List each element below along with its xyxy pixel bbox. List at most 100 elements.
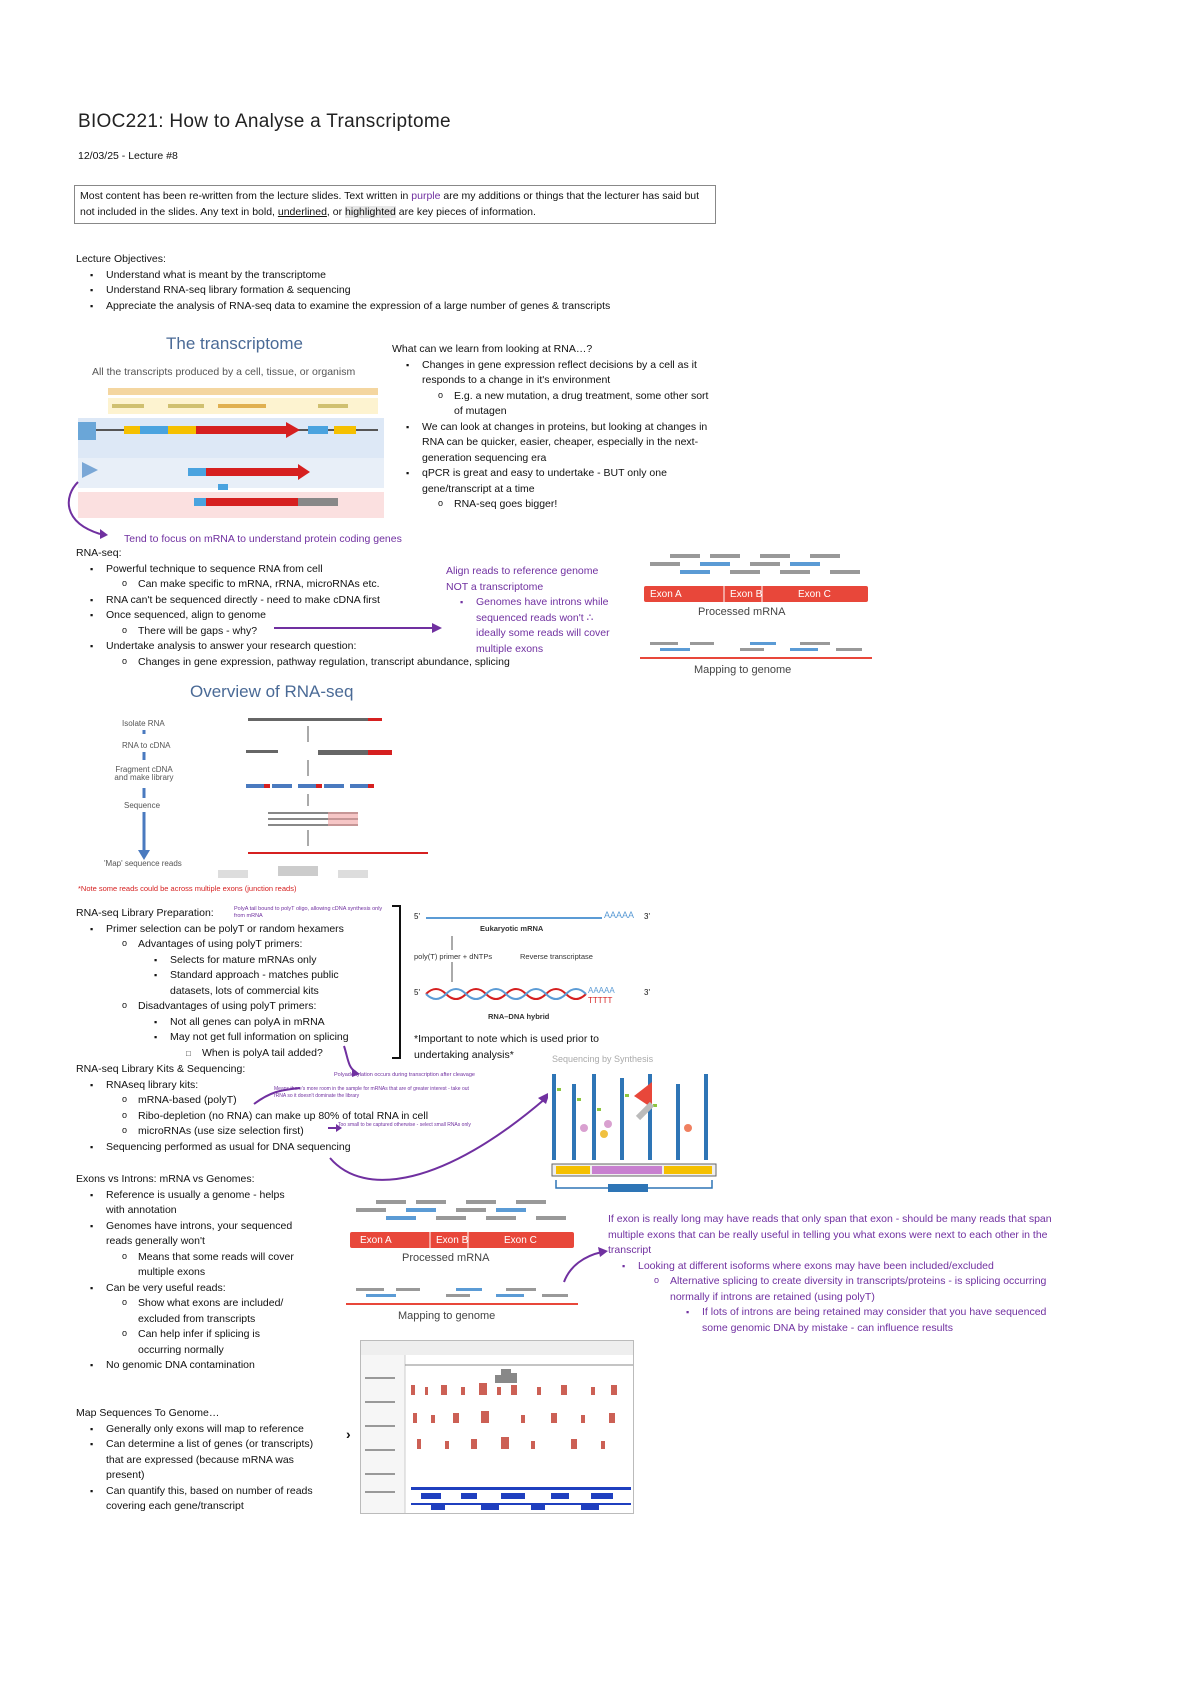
library-prep-section: RNA-seq Library Preparation: Primer sele… bbox=[76, 906, 349, 1061]
exons-introns-heading: Exons vs Introns: mRNA vs Genomes: bbox=[76, 1173, 255, 1185]
lecture-date: 12/03/25 - Lecture #8 bbox=[78, 150, 178, 162]
list-item-continued: sequenced reads won't ∴ bbox=[476, 611, 594, 624]
five-prime-label: 5' bbox=[414, 988, 420, 997]
exon-label: Exon C bbox=[504, 1235, 537, 1246]
important-note: *Important to note which is used prior t… bbox=[414, 1032, 599, 1063]
list-item-continued: multiple exons bbox=[138, 1266, 206, 1278]
kits-arrows-icon bbox=[253, 1045, 360, 1132]
overview-step: Fragment cDNA and make library bbox=[114, 765, 174, 782]
rt-label: Reverse transcriptase bbox=[520, 952, 593, 961]
list-item: Changes in gene expression reflect decis… bbox=[392, 358, 708, 374]
list-item: Can be very useful reads: bbox=[76, 1281, 294, 1297]
list-item: Can determine a list of genes (or transc… bbox=[76, 1437, 313, 1453]
list-item: Understand RNA-seq library formation & s… bbox=[76, 283, 776, 299]
list-item: RNA-seq goes bigger! bbox=[392, 496, 708, 513]
eukaryotic-mrna-figure: 5' AAAAA 3' Eukaryotic mRNA poly(T) prim… bbox=[412, 906, 662, 1026]
list-item: Looking at different isoforms where exon… bbox=[608, 1259, 1052, 1275]
mrna-mapping-diagram bbox=[640, 554, 872, 659]
list-item: Can make specific to mRNA, rRNA, microRN… bbox=[76, 576, 510, 593]
genome-browser-diagram bbox=[361, 1341, 633, 1513]
figure-title: Overview of RNA-seq bbox=[190, 682, 354, 701]
objectives-section: Lecture Objectives: Understand what is m… bbox=[76, 252, 776, 314]
exon-label: Exon A bbox=[650, 589, 682, 600]
overview-step: RNA to cDNA bbox=[122, 741, 171, 750]
three-prime-label: 3' bbox=[644, 912, 650, 921]
list-item: Standard approach - matches public bbox=[76, 968, 349, 984]
overview-step: Isolate RNA bbox=[122, 719, 165, 728]
list-item-continued: RNA can be quicker, easier, cheaper, esp… bbox=[422, 436, 699, 448]
list-item-continued: normally if introns are retained (using … bbox=[670, 1290, 875, 1303]
mapping-label: Mapping to genome bbox=[694, 664, 792, 676]
objectives-list: Understand what is meant by the transcri… bbox=[76, 268, 776, 315]
exon-note-line: If exon is really long may have reads th… bbox=[608, 1213, 1052, 1225]
sbs-diagram bbox=[551, 1074, 717, 1192]
list-item-continued: occurring normally bbox=[138, 1343, 224, 1356]
overview-step: 'Map' sequence reads bbox=[104, 859, 182, 868]
list-item: Selects for mature mRNAs only bbox=[76, 953, 349, 969]
list-item: Undertake analysis to answer your resear… bbox=[76, 639, 510, 655]
list-item-continued: excluded from transcripts bbox=[138, 1312, 256, 1325]
list-item: Disadvantages of using polyT primers: bbox=[76, 998, 349, 1015]
learn-heading: What can we learn from looking at RNA…? bbox=[392, 343, 593, 355]
list-item: We can look at changes in proteins, but … bbox=[392, 420, 708, 436]
align-note: Align reads to reference genome NOT a tr… bbox=[446, 564, 610, 657]
list-item: When is polyA tail added? bbox=[76, 1046, 349, 1062]
list-item: Genomes have introns, your sequenced bbox=[76, 1219, 294, 1235]
rnaseq-heading: RNA-seq: bbox=[76, 547, 122, 559]
list-item: Means that some reads will cover bbox=[76, 1249, 294, 1266]
exon-note-list: Looking at different isoforms where exon… bbox=[608, 1259, 1052, 1337]
list-item-continued: gene/transcript at a time bbox=[422, 482, 535, 495]
exon-note-arrow-icon bbox=[563, 1247, 608, 1283]
eukaryotic-mrna-diagram bbox=[425, 917, 602, 1000]
list-item: There will be gaps - why? bbox=[76, 623, 510, 640]
ribo-note: Means there's more room in the sample fo… bbox=[274, 1086, 469, 1099]
important-note-line: *Important to note which is used prior t… bbox=[414, 1033, 600, 1045]
five-prime-label: 5' bbox=[414, 912, 420, 921]
rnaseq-overview-figure: Overview of RNA-seq Isolate RNA RNA to c… bbox=[78, 676, 438, 894]
list-item: Alternative splicing to create diversity… bbox=[608, 1273, 1052, 1290]
align-note-line: NOT a transcriptome bbox=[446, 580, 544, 593]
list-item: Not all genes can polyA in mRNA bbox=[76, 1015, 349, 1031]
list-item: Understand what is meant by the transcri… bbox=[76, 268, 776, 284]
bracket-icon bbox=[392, 905, 401, 1059]
exons-introns-section: Exons vs Introns: mRNA vs Genomes: Refer… bbox=[76, 1172, 294, 1374]
eukaryotic-label: Eukaryotic mRNA bbox=[480, 924, 544, 933]
list-item: If lots of introns are being retained ma… bbox=[608, 1305, 1052, 1321]
list-item: mRNA-based (polyT) bbox=[76, 1092, 428, 1109]
page-title: BIOC221: How to Analyse a Transcriptome bbox=[78, 111, 451, 132]
list-item-continued: responds to a change in it's environment bbox=[422, 374, 611, 386]
list-item: Genomes have introns while bbox=[446, 595, 610, 611]
exon-note-line: transcript bbox=[608, 1244, 652, 1256]
list-item: Reference is usually a genome - helps bbox=[76, 1188, 294, 1204]
overview-note: *Note some reads could be across multipl… bbox=[78, 884, 297, 893]
list-item: Advantages of using polyT primers: bbox=[76, 936, 349, 953]
list-item-continued: reads generally won't bbox=[106, 1235, 205, 1247]
note-text: are my additions or things that the lect… bbox=[80, 190, 700, 218]
list-item: E.g. a new mutation, a drug treatment, s… bbox=[392, 388, 708, 405]
polyt-side-note: PolyA tail bound to polyT oligo, allowin… bbox=[234, 906, 383, 919]
note-text: Most content has been re-written from th… bbox=[80, 190, 412, 202]
mrna-mapping-figure: Exon A Exon B Exon C Processed mRNA Mapp… bbox=[640, 550, 872, 684]
exon-label: Exon B bbox=[436, 1235, 469, 1246]
important-note-line: undertaking analysis* bbox=[414, 1048, 514, 1061]
mrna-mapping-figure-2: Exon A Exon B Exon C Processed mRNA Mapp… bbox=[346, 1196, 578, 1330]
overview-diagram bbox=[138, 718, 428, 878]
library-prep-list: Primer selection can be polyT or random … bbox=[76, 922, 349, 1062]
list-item: Sequencing performed as usual for DNA se… bbox=[76, 1140, 428, 1156]
note-box: Most content has been re-written from th… bbox=[74, 185, 716, 224]
map-seq-section: Map Sequences To Genome… Generally only … bbox=[76, 1406, 313, 1515]
mrna-focus-note: Tend to focus on mRNA to understand prot… bbox=[124, 533, 402, 545]
exon-note-line: multiple exons that can be really useful… bbox=[608, 1228, 1048, 1241]
align-note-line: Align reads to reference genome bbox=[446, 565, 599, 577]
library-prep-heading: RNA-seq Library Preparation: bbox=[76, 906, 349, 922]
list-item-continued: multiple exons bbox=[476, 642, 544, 655]
list-item: No genomic DNA contamination bbox=[76, 1358, 294, 1374]
learn-list: Changes in gene expression reflect decis… bbox=[392, 358, 708, 513]
exon-note: If exon is really long may have reads th… bbox=[608, 1212, 1052, 1336]
list-item: Appreciate the analysis of RNA-seq data … bbox=[76, 299, 776, 315]
list-item: RNA can't be sequenced directly - need t… bbox=[76, 593, 510, 609]
kits-section: RNA-seq Library Kits & Sequencing: RNAse… bbox=[76, 1062, 428, 1155]
library-prep-heading-text: RNA-seq Library Preparation: bbox=[76, 907, 214, 919]
list-item-continued: with annotation bbox=[106, 1204, 177, 1216]
list-item: Once sequenced, align to genome bbox=[76, 608, 510, 624]
